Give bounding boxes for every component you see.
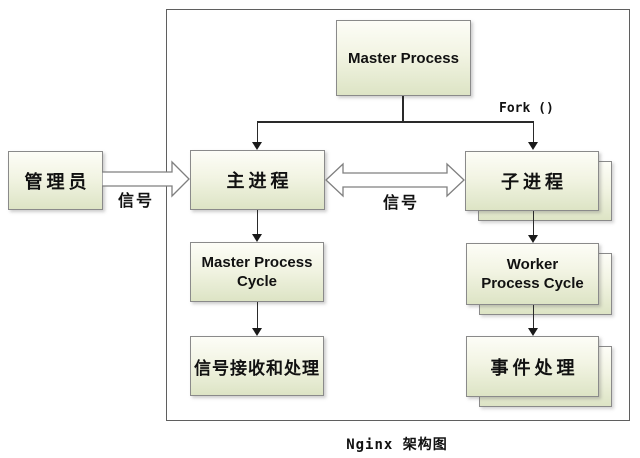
child-process-node: 子进程 [465,151,599,211]
admin-node-label: 管理员 [24,171,91,193]
arrowhead-into-workercycle [528,235,538,243]
container-frame [166,9,630,421]
fork-label: Fork () [499,101,554,116]
signal-label-between: 信号 [383,193,420,212]
signal-handler-node-label: 信号接收和处理 [194,358,320,379]
master-process-node-label: Master Process [348,49,459,67]
main-process-node-label: 主进程 [226,171,293,192]
fork-connector-right-drop [532,121,534,143]
fork-connector-stem [402,96,404,122]
master-cycle-node: Master Process Cycle [190,242,324,302]
fork-connector-branch [257,121,533,123]
fork-connector-left-drop [256,121,258,143]
event-handler-node-label: 事件处理 [490,357,579,379]
arrowhead-into-mastercycle [252,234,262,242]
hollow-double-arrow-main-child [325,162,465,198]
signal-label-admin: 信号 [118,191,155,210]
diagram-caption: Nginx 架构图 [346,437,448,453]
edge-main-to-mastercycle [256,210,258,235]
admin-node: 管理员 [8,151,103,210]
worker-cycle-node-label: Worker Process Cycle [481,256,584,292]
event-handler-node: 事件处理 [466,336,599,397]
arrowhead-into-child-process [528,142,538,150]
arrowhead-into-eventhandler [528,328,538,336]
master-process-node: Master Process [336,20,471,96]
main-process-node: 主进程 [190,150,325,210]
hollow-arrow-admin-to-main [102,160,190,198]
edge-mastercycle-to-signalhandler [256,302,258,329]
arrowhead-into-signalhandler [252,328,262,336]
edge-child-to-workercycle [532,211,534,236]
worker-cycle-node: Worker Process Cycle [466,243,599,305]
edge-workercycle-to-eventhandler [532,305,534,329]
master-cycle-node-label: Master Process Cycle [201,254,313,290]
arrowhead-into-main-process [252,142,262,150]
child-process-node-label: 子进程 [501,172,567,193]
signal-handler-node: 信号接收和处理 [190,336,324,396]
